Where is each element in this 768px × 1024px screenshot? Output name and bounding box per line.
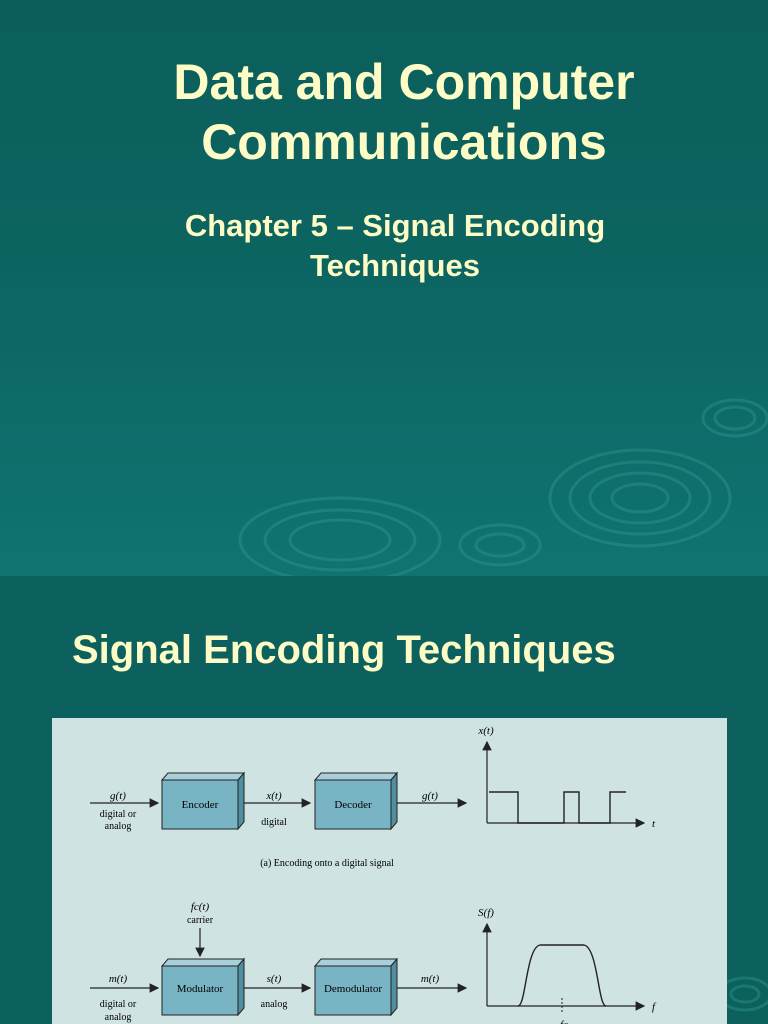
- demodulator-block: Demodulator: [315, 959, 397, 1015]
- slide-title: Data and Computer Communications: [0, 52, 768, 172]
- demodulator-label: Demodulator: [324, 983, 382, 995]
- plot-b-ylabel: S(f): [478, 907, 494, 919]
- slide-subtitle-line1: Chapter 5 – Signal Encoding: [0, 206, 768, 246]
- square-wave: [489, 792, 626, 823]
- slide-subtitle: Chapter 5 – Signal Encoding Techniques: [0, 206, 768, 286]
- slide-title-line2: Communications: [0, 112, 768, 172]
- a-mid-desc: digital: [261, 817, 287, 828]
- carrier-signal: fc(t): [191, 901, 210, 913]
- caption-a: (a) Encoding onto a digital signal: [260, 858, 394, 869]
- carrier-label: carrier: [187, 915, 214, 926]
- b-input-desc-2: analog: [105, 1012, 132, 1023]
- a-output-signal: g(t): [422, 790, 438, 802]
- b-input-signal: m(t): [109, 973, 128, 985]
- modulator-block: Modulator: [162, 959, 244, 1015]
- modulator-label: Modulator: [177, 983, 224, 995]
- b-mid-signal: s(t): [267, 973, 282, 985]
- b-input-desc-1: digital or: [100, 999, 137, 1010]
- title-slide: Data and Computer Communications Chapter…: [0, 0, 768, 576]
- spectrum-curve: [518, 945, 606, 1006]
- decoder-label: Decoder: [334, 799, 372, 811]
- spectrum-plot: S(f) f fc: [478, 907, 657, 1024]
- decoder-block: Decoder: [315, 773, 397, 829]
- encoder-label: Encoder: [182, 799, 219, 811]
- b-mid-desc: analog: [261, 999, 288, 1010]
- a-mid-signal: x(t): [265, 790, 282, 802]
- slide2-title: Signal Encoding Techniques: [72, 624, 616, 676]
- encoding-diagram: g(t) digital or analog Encoder x(t) digi…: [52, 718, 727, 1024]
- a-input-desc-2: analog: [105, 821, 132, 832]
- b-output-signal: m(t): [421, 973, 440, 985]
- digital-signal-plot: x(t) t: [477, 725, 656, 830]
- plot-a-xlabel: t: [652, 818, 656, 830]
- a-input-signal: g(t): [110, 790, 126, 802]
- encoding-figure: g(t) digital or analog Encoder x(t) digi…: [52, 718, 727, 1024]
- encoder-block: Encoder: [162, 773, 244, 829]
- slide-title-line1: Data and Computer: [0, 52, 768, 112]
- slide-subtitle-line2: Techniques: [0, 246, 768, 286]
- plot-a-ylabel: x(t): [477, 725, 494, 737]
- plot-b-xlabel: f: [652, 1001, 657, 1013]
- plot-b-tick: fc: [560, 1019, 568, 1024]
- a-input-desc-1: digital or: [100, 809, 137, 820]
